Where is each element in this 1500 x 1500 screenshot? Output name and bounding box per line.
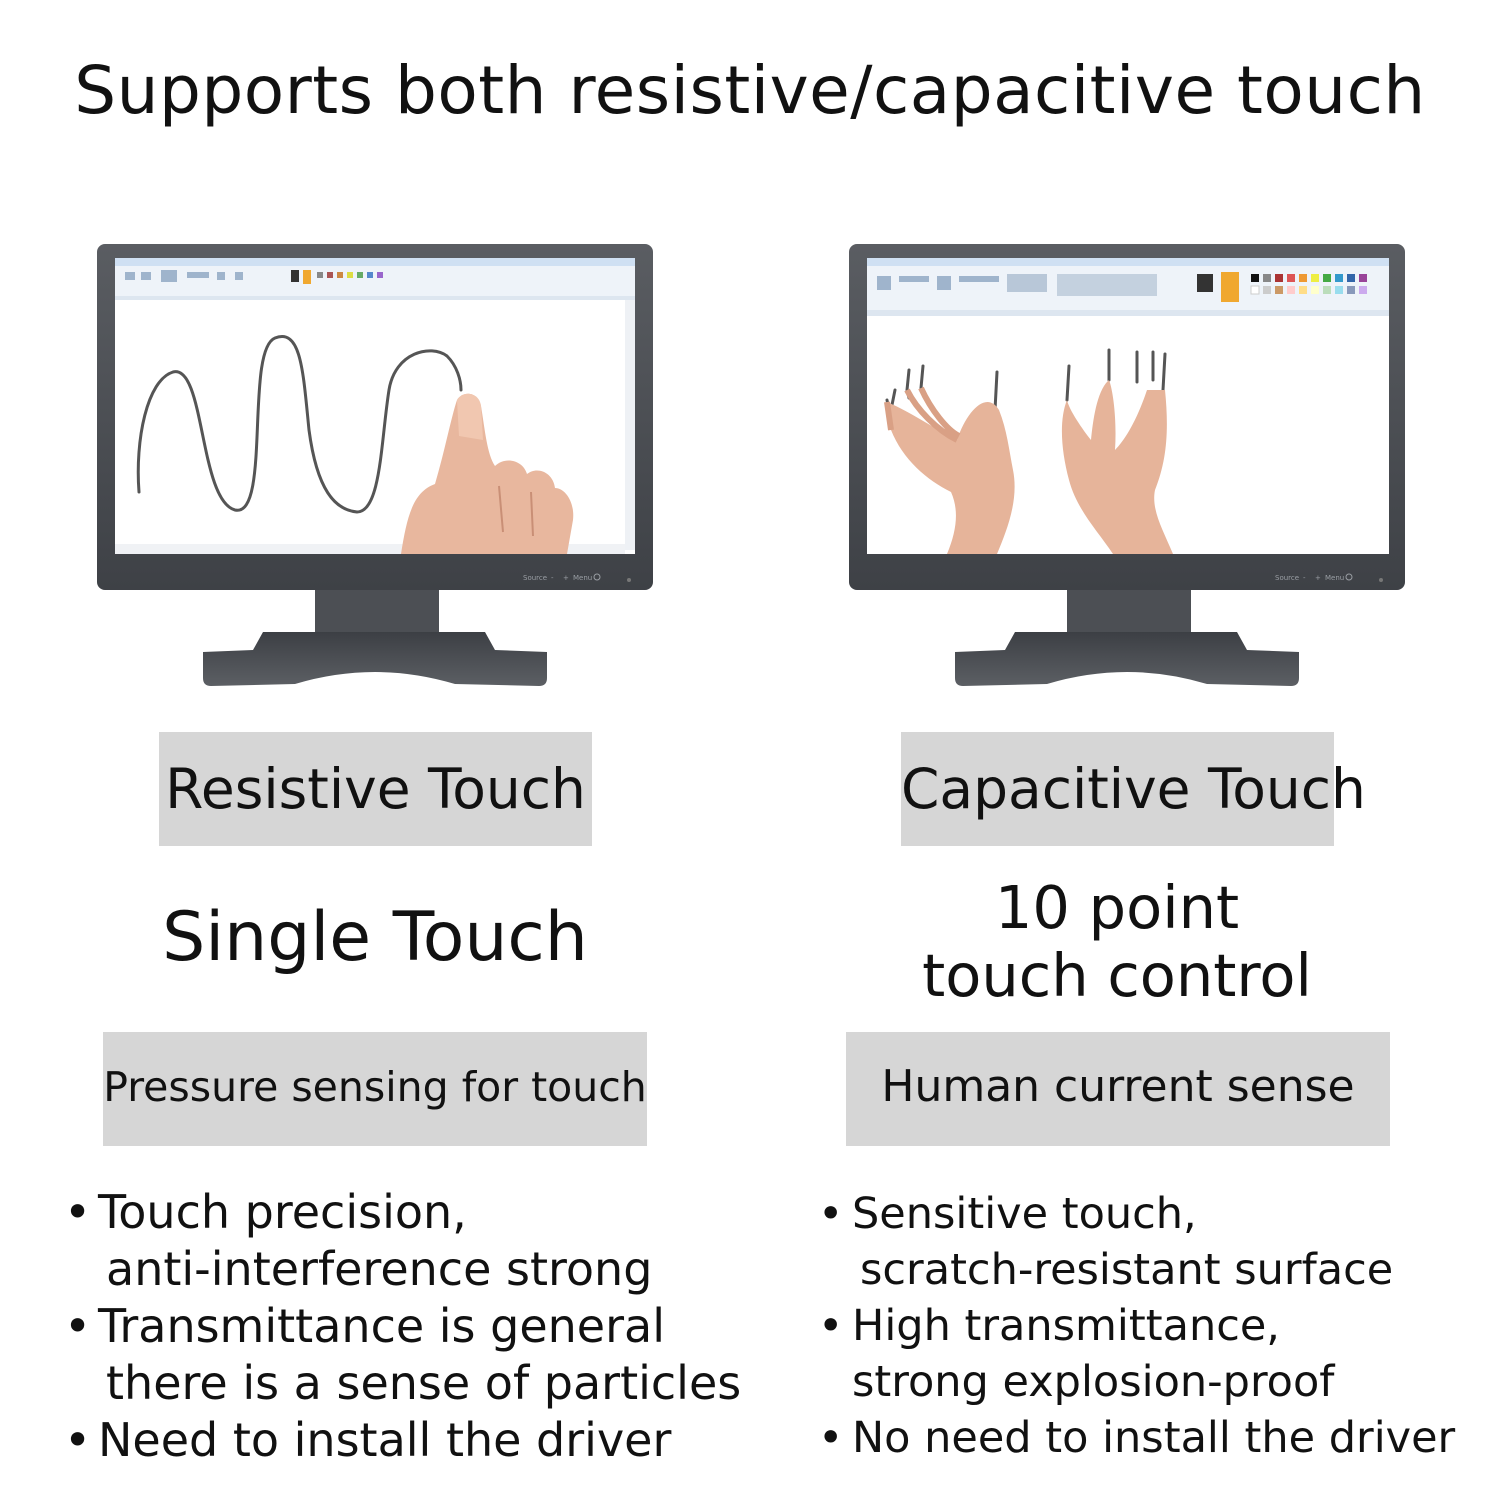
svg-text:+: + — [563, 574, 569, 582]
list-item: • Sensitive touch, scratch-resistant sur… — [818, 1189, 1394, 1295]
power-icon — [1345, 573, 1353, 581]
power-icon — [593, 573, 601, 581]
human-current-label: Human current sense — [846, 1032, 1390, 1146]
hands-icon — [884, 380, 1173, 554]
ten-point-touch-heading: 10 point touch control — [922, 873, 1312, 1010]
monitor-base — [955, 632, 1299, 686]
pressure-sensing-label: Pressure sensing for touch — [103, 1032, 647, 1146]
svg-text:Menu: Menu — [1325, 574, 1344, 582]
single-touch-heading: Single Touch — [162, 898, 588, 977]
monitor-neck — [315, 588, 439, 640]
svg-text:Source: Source — [1275, 574, 1299, 582]
drawn-wave-line — [136, 335, 463, 514]
svg-text:-: - — [1303, 574, 1306, 582]
capacitive-monitor-image: Source - + Menu — [847, 240, 1407, 690]
resistive-feature-list: • Touch precision, anti-interference str… — [64, 1184, 741, 1469]
monitor-base — [203, 632, 547, 686]
capacitive-touch-label: Capacitive Touch — [901, 732, 1366, 846]
svg-text:-: - — [551, 574, 554, 582]
finger-icon — [401, 393, 574, 554]
list-item: • Transmittance is general there is a se… — [64, 1299, 742, 1410]
list-item: • Touch precision, anti-interference str… — [64, 1185, 653, 1296]
resistive-monitor-image: Source - + Menu — [95, 240, 655, 690]
list-item: • High transmittance, strong explosion-p… — [818, 1301, 1335, 1407]
svg-text:Menu: Menu — [573, 574, 592, 582]
capacitive-feature-list: • Sensitive touch, scratch-resistant sur… — [818, 1186, 1455, 1466]
resistive-touch-label: Resistive Touch — [159, 732, 592, 846]
list-item: • No need to install the driver — [818, 1413, 1456, 1463]
svg-text:Source: Source — [523, 574, 547, 582]
monitor-neck — [1067, 588, 1191, 640]
list-item: • Need to install the driver — [64, 1413, 672, 1467]
svg-text:+: + — [1315, 574, 1321, 582]
page-title: Supports both resistive/capacitive touch — [74, 52, 1426, 129]
